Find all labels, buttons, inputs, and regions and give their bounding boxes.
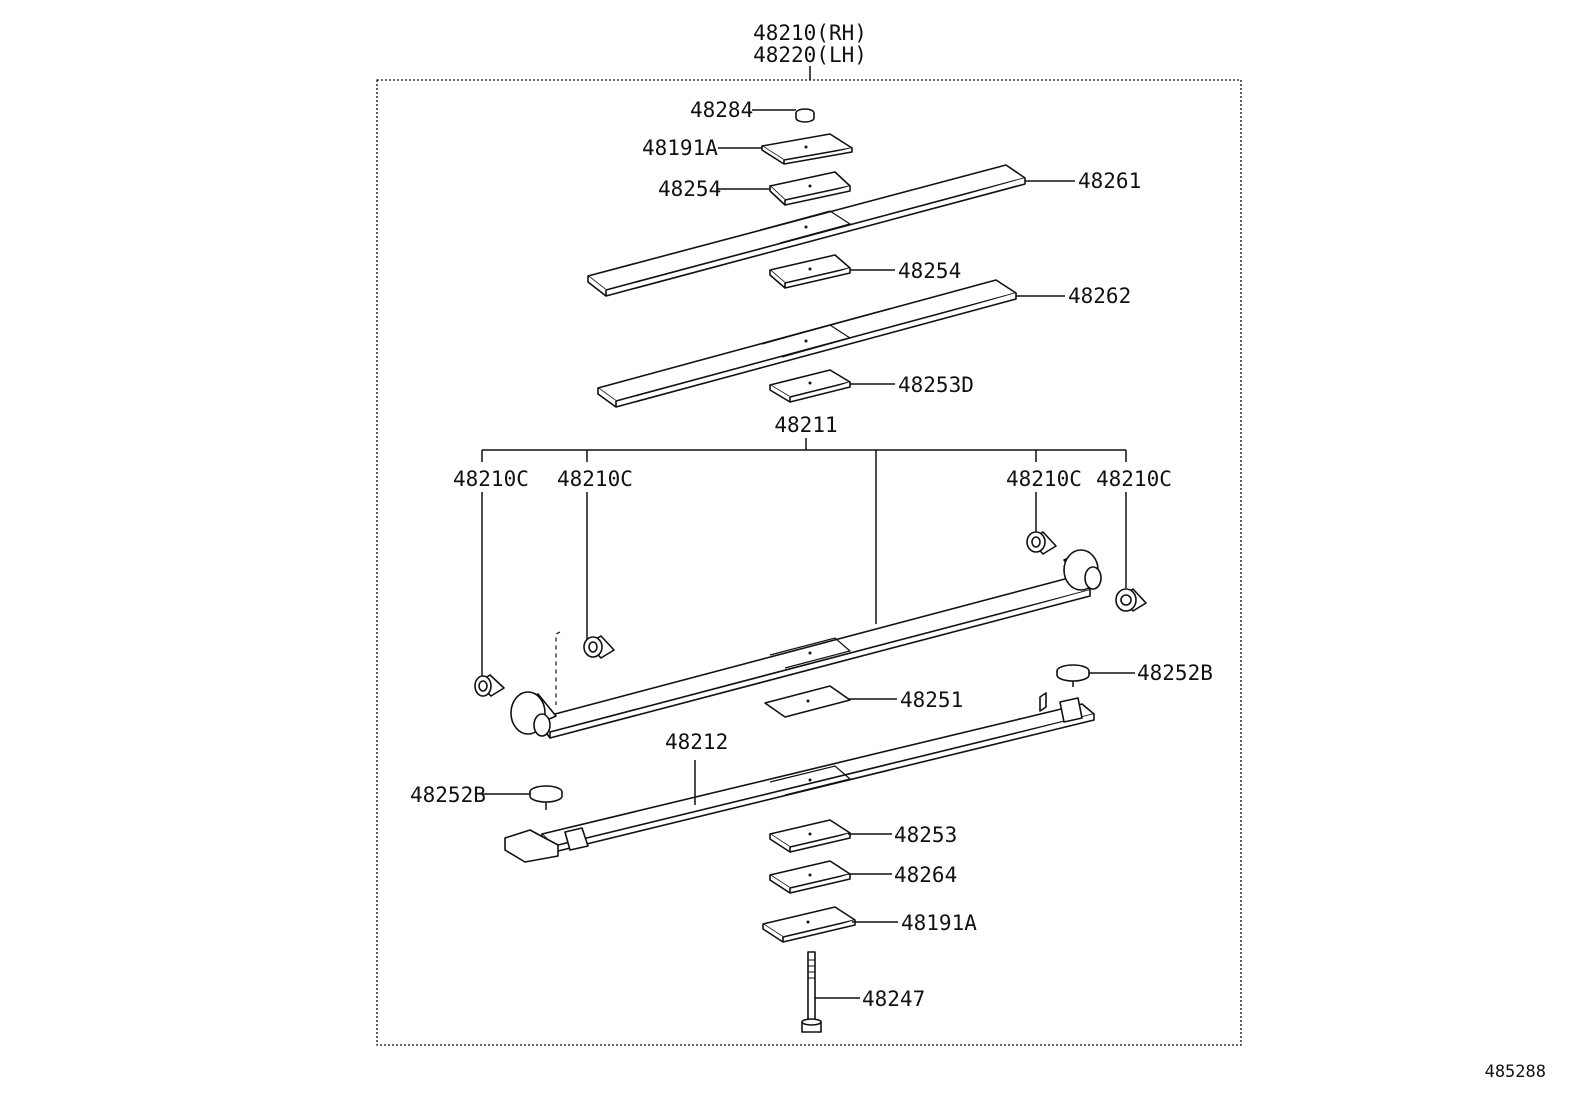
label-48252B-left[interactable]: 48252B xyxy=(410,783,486,807)
label-48251[interactable]: 48251 xyxy=(900,688,963,712)
clip-48254-top-shape[interactable] xyxy=(769,171,851,206)
bushing-48210C-3-shape[interactable] xyxy=(1026,531,1057,555)
label-48253[interactable]: 48253 xyxy=(894,823,957,847)
label-48211[interactable]: 48211 xyxy=(774,413,837,437)
label-48261[interactable]: 48261 xyxy=(1078,169,1141,193)
bumper-48252B-right-shape[interactable] xyxy=(1056,664,1090,687)
plate-48191A-top-shape[interactable] xyxy=(761,133,853,165)
plate-48191A-bottom-shape[interactable] xyxy=(762,906,856,943)
leaf-48262-shape[interactable] xyxy=(597,279,1017,408)
bushing-48210C-4-shape[interactable] xyxy=(1115,588,1147,612)
label-48191A-top[interactable]: 48191A xyxy=(642,136,718,160)
bolt-48247-shape[interactable] xyxy=(801,951,822,1033)
bumper-48252B-left-shape[interactable] xyxy=(529,785,563,810)
pad-48251-shape[interactable] xyxy=(764,685,851,718)
label-48247[interactable]: 48247 xyxy=(862,987,925,1011)
pad-48253D-shape[interactable] xyxy=(769,369,851,403)
assembly-frame xyxy=(376,79,1242,1046)
label-48210C-2[interactable]: 48210C xyxy=(557,467,633,491)
diagram-reference-number: 485288 xyxy=(1485,1062,1546,1082)
label-48252B-right[interactable]: 48252B xyxy=(1137,661,1213,685)
label-48253D[interactable]: 48253D xyxy=(898,373,974,397)
label-48210C-1[interactable]: 48210C xyxy=(453,467,529,491)
label-48210C-4[interactable]: 48210C xyxy=(1096,467,1172,491)
label-48264[interactable]: 48264 xyxy=(894,863,957,887)
main-leaf-48211-shape[interactable] xyxy=(510,549,1102,739)
clip-48254-mid-shape[interactable] xyxy=(769,254,851,289)
label-48191A-bottom[interactable]: 48191A xyxy=(901,911,977,935)
leaf-48212-shape[interactable] xyxy=(504,692,1095,863)
bushing-48210C-1-shape[interactable] xyxy=(474,674,505,697)
leaf-48261-shape[interactable] xyxy=(587,164,1026,297)
pad-48253-shape[interactable] xyxy=(769,819,851,853)
label-48284[interactable]: 48284 xyxy=(690,98,753,122)
assembly-number-lh[interactable]: 48220(LH) xyxy=(753,43,867,67)
nut-48284-shape[interactable] xyxy=(795,108,815,123)
label-48262[interactable]: 48262 xyxy=(1068,284,1131,308)
label-48254-mid[interactable]: 48254 xyxy=(898,259,961,283)
eye-guide-dashed xyxy=(555,631,561,705)
bushing-48210C-2-shape[interactable] xyxy=(583,635,615,659)
label-48254-top[interactable]: 48254 xyxy=(658,177,721,201)
assembly-number-rh[interactable]: 48210(RH) xyxy=(753,21,867,45)
label-48210C-3[interactable]: 48210C xyxy=(1006,467,1082,491)
pad-48264-shape[interactable] xyxy=(769,860,851,894)
label-48212[interactable]: 48212 xyxy=(665,730,728,754)
